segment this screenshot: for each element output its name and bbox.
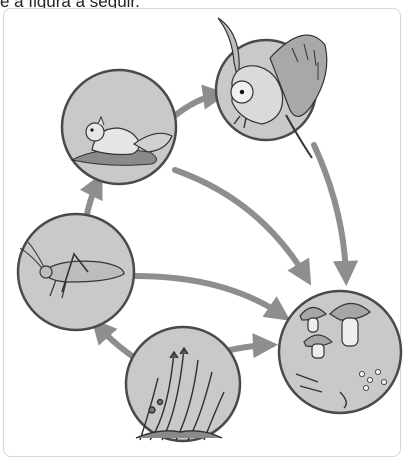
grass-node bbox=[126, 327, 240, 441]
grasshopper-node bbox=[18, 214, 134, 330]
arrow-owl-to-decomposers bbox=[314, 145, 346, 276]
decomposers-node bbox=[279, 291, 401, 413]
arrow-squirrel-to-decomposers bbox=[175, 170, 306, 277]
owl-node bbox=[216, 18, 327, 158]
arrow-grass-to-grasshopper bbox=[98, 326, 138, 360]
arrow-squirrel-to-owl bbox=[172, 95, 218, 118]
squirrel-node bbox=[62, 70, 176, 184]
arrow-grasshopper-to-decomposers bbox=[135, 276, 282, 315]
